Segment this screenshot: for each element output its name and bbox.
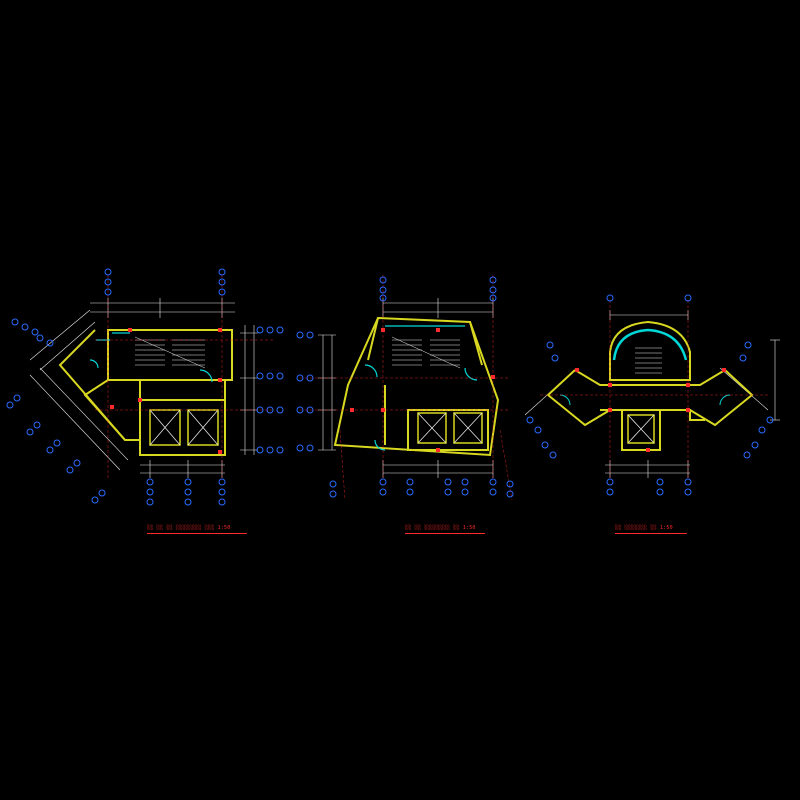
plan-1-title: ░░ ░░ ░░ ░░░░░░░░ ░░░ 1:50: [147, 525, 231, 531]
plan-2-elevators: [417, 412, 483, 444]
plan-1-title-underline: [147, 533, 247, 534]
plan-1-columns: [110, 328, 222, 454]
plan-2-axis: [300, 275, 513, 501]
plan-2-title: ░░ ░░ ░░░░░░░░ ░░ 1:50: [405, 525, 476, 531]
plan-1-axis: [95, 275, 275, 480]
plan-1: [6, 268, 284, 506]
plan-3-title-underline: [615, 533, 687, 534]
plan-2-windows: [364, 325, 478, 451]
plan-3: [524, 294, 780, 496]
plan-2-title-underline: [405, 533, 485, 534]
plan-3-stairs: [635, 347, 662, 374]
plan-2: [296, 275, 514, 501]
plan-3-elevator: [627, 414, 655, 444]
plan-2-dim: [318, 298, 494, 478]
plan-3-curved-window: [612, 328, 688, 361]
plan-1-dim-diag: [29, 309, 129, 471]
plan-2-stairs: [391, 336, 461, 369]
plan-3-axis-bubbles: [526, 294, 774, 496]
plan-1-dim-bottom: [140, 460, 225, 478]
plan-2-axis-bubbles: [296, 276, 514, 498]
plan-3-axis: [540, 300, 770, 480]
plan-1-axis-bubbles: [6, 268, 284, 506]
plan-3-title: ░░ ░░░░░░░ ░░ 1:50: [615, 525, 673, 531]
